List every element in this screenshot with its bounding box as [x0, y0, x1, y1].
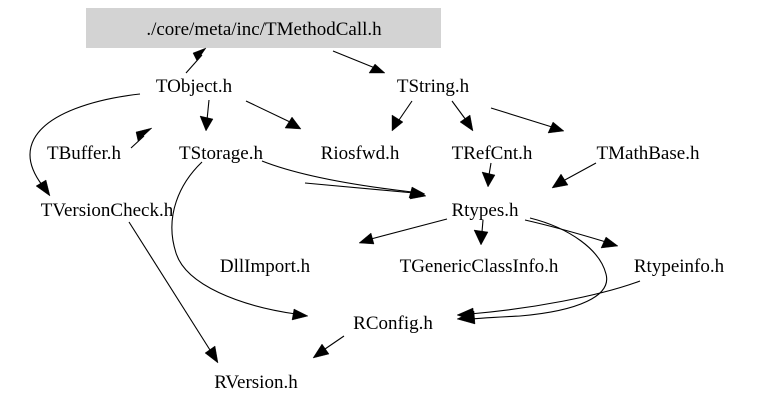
edge-root-to-tstring	[332, 50, 386, 74]
node-tstorage[interactable]: TStorage.h	[179, 143, 263, 164]
node-root[interactable]: ./core/meta/inc/TMethodCall.h	[86, 8, 441, 48]
node-tstring[interactable]: TString.h	[397, 76, 470, 97]
node-riosfwd[interactable]: Riosfwd.h	[321, 143, 400, 164]
edge-rtypeinfo-to-rconfig	[456, 280, 641, 322]
edge-tstring-to-trefcnt	[451, 100, 474, 132]
node-tmathbase[interactable]: TMathBase.h	[597, 143, 700, 164]
node-rversion[interactable]: RVersion.h	[214, 372, 298, 393]
root-node-label: ./core/meta/inc/TMethodCall.h	[146, 19, 382, 40]
edge-rtypes-to-tgenericclassinfo	[473, 219, 489, 246]
edge-rtypes-to-rtypeinfo	[524, 219, 619, 249]
edge-tobject-to-tstorage	[199, 99, 214, 132]
node-tgenericclassinfo[interactable]: TGenericClassInfo.h	[400, 256, 559, 277]
edge-rtypes-to-dllimport	[358, 218, 448, 245]
edge-tversioncheck-to-rversion	[128, 221, 219, 364]
edge-tbuffer-to-tobject	[130, 127, 153, 149]
node-rtypes[interactable]: Rtypes.h	[451, 200, 519, 221]
edge-rconfig-to-rversion	[312, 335, 345, 359]
node-rconfig[interactable]: RConfig.h	[353, 313, 433, 334]
edge-tstorage-to-rtypes	[261, 160, 426, 199]
node-tobject[interactable]: TObject.h	[156, 76, 233, 97]
node-tversioncheck[interactable]: TVersionCheck.h	[41, 200, 174, 221]
edge-tobject-to-root	[185, 47, 207, 74]
node-dllimport[interactable]: DllImport.h	[220, 256, 311, 277]
node-trefcnt[interactable]: TRefCnt.h	[452, 143, 533, 164]
edge-tmathbase-to-rtypes	[551, 162, 597, 189]
edge-trefcnt-to-rtypes	[481, 162, 496, 188]
edge-tstorage-to-rconfig	[171, 161, 309, 321]
root-node-background	[86, 8, 441, 48]
edge-tobject-to-tversioncheck	[29, 93, 141, 197]
edge-tstring-to-riosfwd	[391, 100, 413, 132]
edge-tstring-to-tmathbase	[490, 107, 565, 134]
node-rtypeinfo[interactable]: Rtypeinfo.h	[634, 256, 725, 277]
node-tbuffer[interactable]: TBuffer.h	[47, 143, 122, 164]
edge-tobject-to-riosfwd	[245, 100, 302, 130]
edge-riosfwd-to-rtypes	[304, 182, 427, 200]
